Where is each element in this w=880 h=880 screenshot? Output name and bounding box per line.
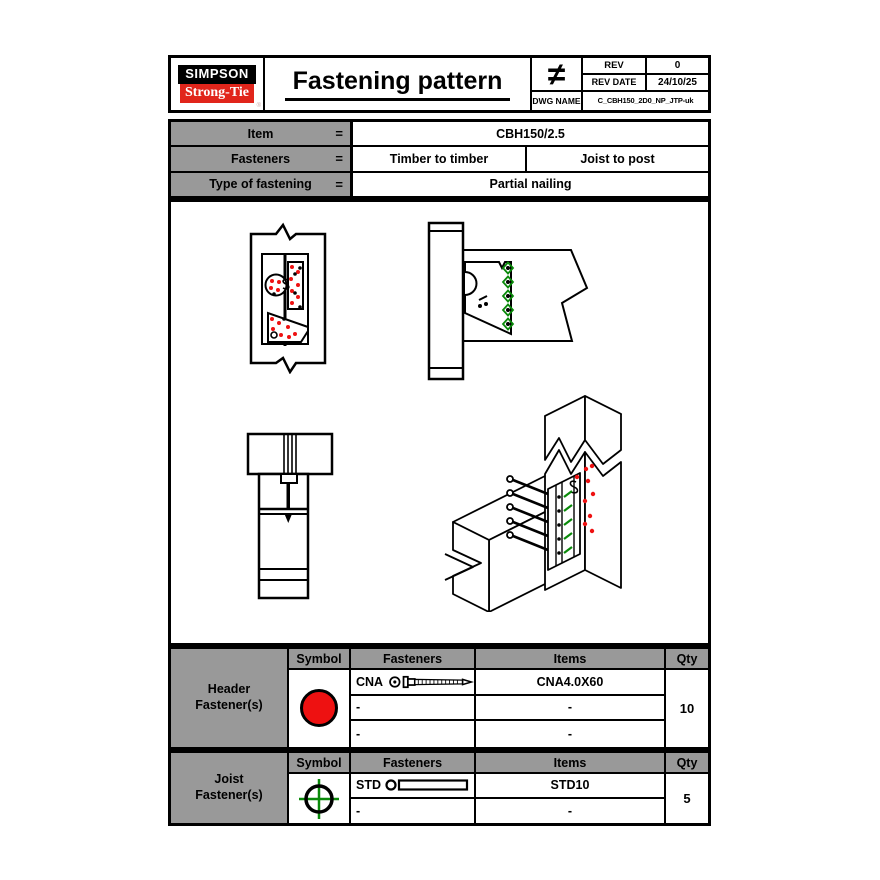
cbh-hanger-isometric-view [444,395,622,612]
fasteners-label: Fasteners [230,151,291,166]
joist-fasteners-row-label: Joist Fastener(s) [171,753,289,823]
cbh-hanger-side-view [427,221,589,381]
item-label: Item [247,126,274,141]
item-cell: - [476,798,666,823]
cbh-hanger-section-view [246,432,334,600]
fastening-pattern-sheet: SIMPSON Strong-Tie ® Fastening pattern ≠… [168,55,711,826]
fastener-cell: - [351,721,476,747]
fastener-code: STD [356,778,381,793]
qty-column-header: Qty [666,649,708,670]
equals-sign: = [335,126,343,142]
logo-strongtie-text: Strong-Tie [179,84,255,103]
equals-sign: = [335,176,343,192]
fasteners-value-right: Joist to post [527,147,708,171]
not-equal-icon: ≠ [532,58,583,92]
item-row: Item = CBH150/2.5 [171,122,708,148]
row-label-line1: Joist [214,772,244,787]
title-block: SIMPSON Strong-Tie ® Fastening pattern ≠… [168,55,711,113]
header-fasteners-table: Header Fastener(s) Symbol Fasteners Item… [168,646,711,750]
sheet-title-cell: Fastening pattern [265,58,530,110]
fastener-cell: - [351,798,476,823]
fastener-cell: - [351,695,476,722]
equals-sign: = [335,151,343,167]
fasteners-column-header: Fasteners [351,753,476,774]
symbol-column-header: Symbol [289,753,351,774]
items-column-header: Items [476,649,666,670]
header-fastener-symbol-cell [289,670,351,747]
joist-fasteners-table: Joist Fastener(s) Symbol Fasteners Items… [168,750,711,826]
item-cell: - [476,695,666,722]
type-label-cell: Type of fastening = [171,172,353,196]
dwg-name-label: DWG NAME [532,91,583,110]
joist-fastener-symbol-cell [289,774,351,823]
dwg-name-value: C_CBH150_2D0_NP_JTP-uk [597,96,694,106]
item-cell: STD10 [476,774,666,799]
header-fastener-qty: 10 [679,700,695,716]
header-fasteners-row-label: Header Fastener(s) [171,649,289,747]
drawing-area [168,199,711,646]
qty-column-header: Qty [666,753,708,774]
row-label-line2: Fastener(s) [195,697,263,712]
smooth-dowel-icon [385,779,469,791]
rev-label: REV [583,58,647,75]
item-info-table: Item = CBH150/2.5 Fasteners = Timber to … [168,119,711,199]
type-value: Partial nailing [353,172,708,196]
item-value: CBH150/2.5 [353,122,708,146]
joist-fastener-qty: 5 [683,791,691,806]
item-cell: CNA4.0X60 [476,670,666,696]
fastener-cell: CNA [351,670,476,696]
type-of-fastening-row: Type of fastening = Partial nailing [171,172,708,196]
logo-simpson-text: SIMPSON [178,65,256,85]
row-label-line1: Header [207,682,251,697]
fasteners-label-cell: Fasteners = [171,147,353,171]
fastener-cell: STD [351,774,476,799]
symbol-column-header: Symbol [289,649,351,670]
revision-block: ≠ REV 0 REV DATE 24/10/25 DWG NAME C_CBH… [530,58,708,110]
items-column-header: Items [476,753,666,774]
cbh-hanger-front-view [249,222,327,374]
red-circle-symbol [300,689,338,728]
simpson-strongtie-logo: SIMPSON Strong-Tie ® [171,58,265,110]
type-label: Type of fastening [209,177,312,192]
fastener-code: CNA [356,674,384,689]
page-title: Fastening pattern [284,67,511,101]
ring-shank-nail-icon [389,675,474,688]
item-label-cell: Item = [171,122,353,146]
registered-mark: ® [256,103,261,109]
fasteners-column-header: Fasteners [351,649,476,670]
item-cell: - [476,721,666,747]
fasteners-value-left: Timber to timber [353,147,527,171]
rev-date-value: 24/10/25 [647,75,708,92]
fasteners-row: Fasteners = Timber to timber Joist to po… [171,147,708,173]
rev-date-label: REV DATE [583,74,647,92]
rev-value: 0 [647,58,708,75]
row-label-line2: Fastener(s) [195,788,263,802]
green-crosshair-symbol [299,778,339,819]
